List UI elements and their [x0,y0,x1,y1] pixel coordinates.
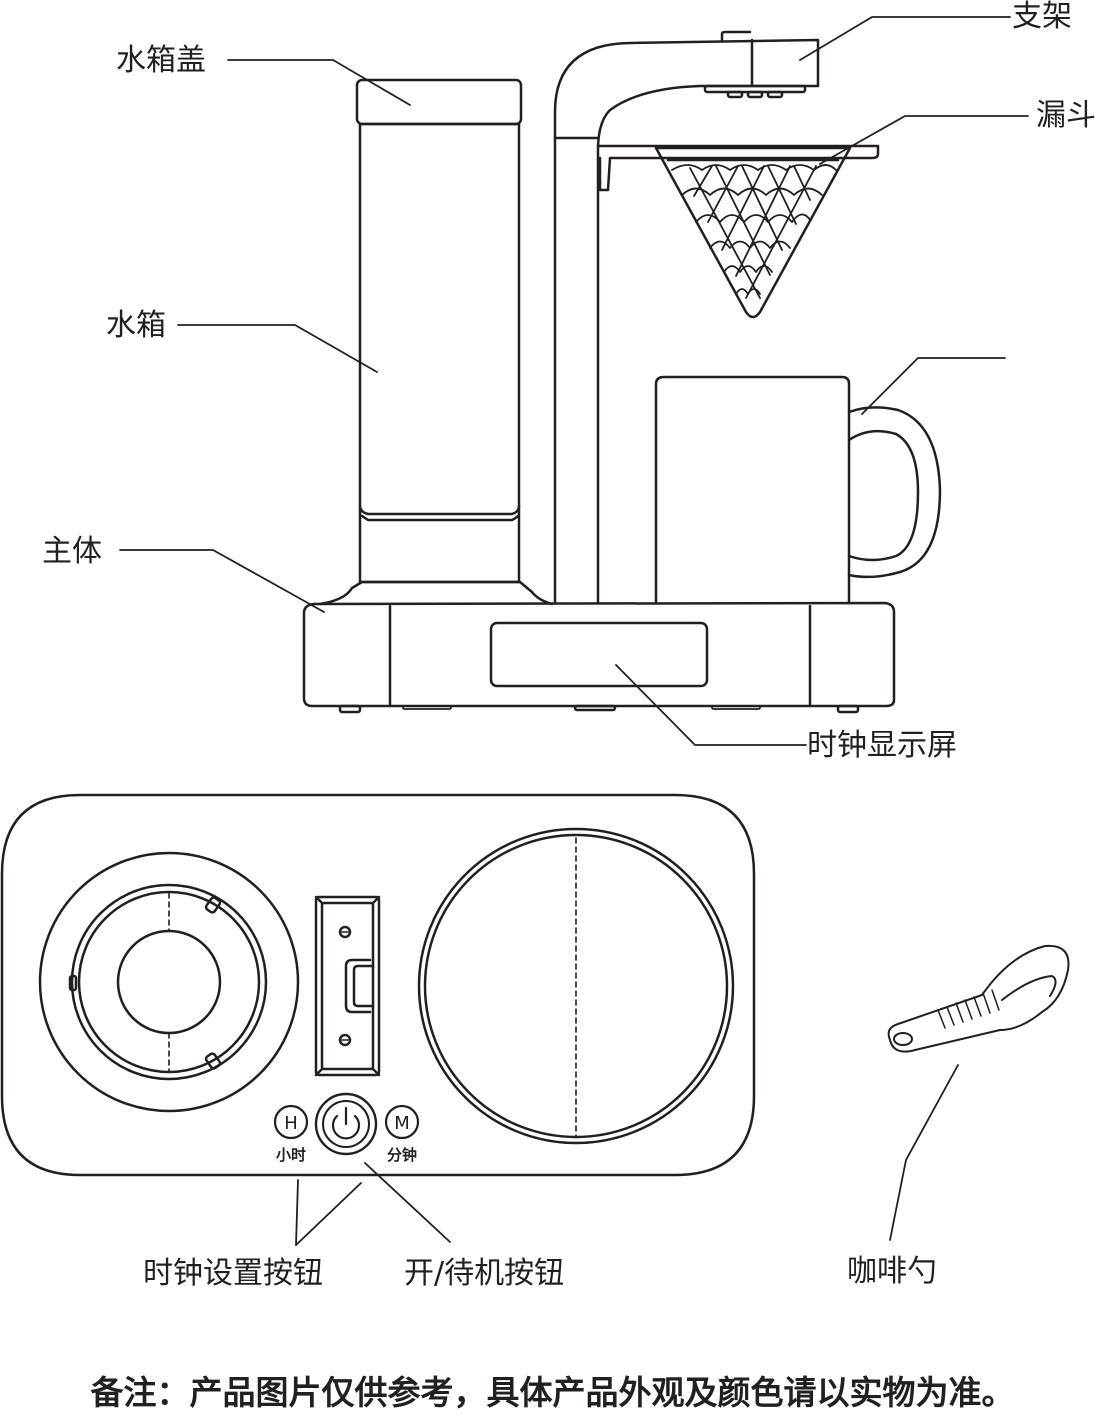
clock-display-drawing [489,621,709,688]
label-clock-set-buttons: 时钟设置按钮 [143,1256,323,1291]
stand-slot-top [314,895,381,1077]
label-power-button: 开/待机按钮 [404,1256,565,1291]
stand-drawing [553,30,880,605]
coffee-spoon-drawing [887,944,1070,1241]
label-clock-display: 时钟显示屏 [807,728,957,763]
hour-button[interactable]: H 小时 [273,1104,309,1164]
label-tank-lid: 水箱盖 [116,43,206,78]
funnel-drawing [654,146,852,319]
hour-button-letter: H [284,1113,298,1134]
top-view-leaders [295,1162,451,1246]
power-button[interactable] [314,1092,378,1156]
minute-button-letter: M [394,1113,410,1134]
leader-lines [119,16,1029,746]
water-tank-drawing [355,78,523,584]
tank-seat-top [38,851,300,1113]
power-icon [331,1106,361,1140]
label-main-body: 主体 [42,534,102,569]
label-funnel: 漏斗 [1036,98,1096,133]
tank-lid-drawing [355,78,523,126]
footer-note: 备注：产品图片仅供参考，具体产品外观及颜色请以实物为准。 [90,1373,1015,1412]
mug-plate-top [417,827,735,1145]
minute-button[interactable]: M 分钟 [384,1104,420,1164]
minute-button-label: 分钟 [387,1146,417,1164]
mug-drawing [654,375,942,605]
control-buttons: H 小时 M 分钟 [273,1092,420,1164]
top-view: H 小时 M 分钟 [0,793,756,1246]
side-view [302,30,942,714]
label-coffee-spoon: 咖啡勺 [847,1254,937,1289]
hour-button-label: 小时 [276,1146,306,1164]
label-stand: 支架 [1012,0,1072,34]
label-water-tank: 水箱 [106,308,166,343]
